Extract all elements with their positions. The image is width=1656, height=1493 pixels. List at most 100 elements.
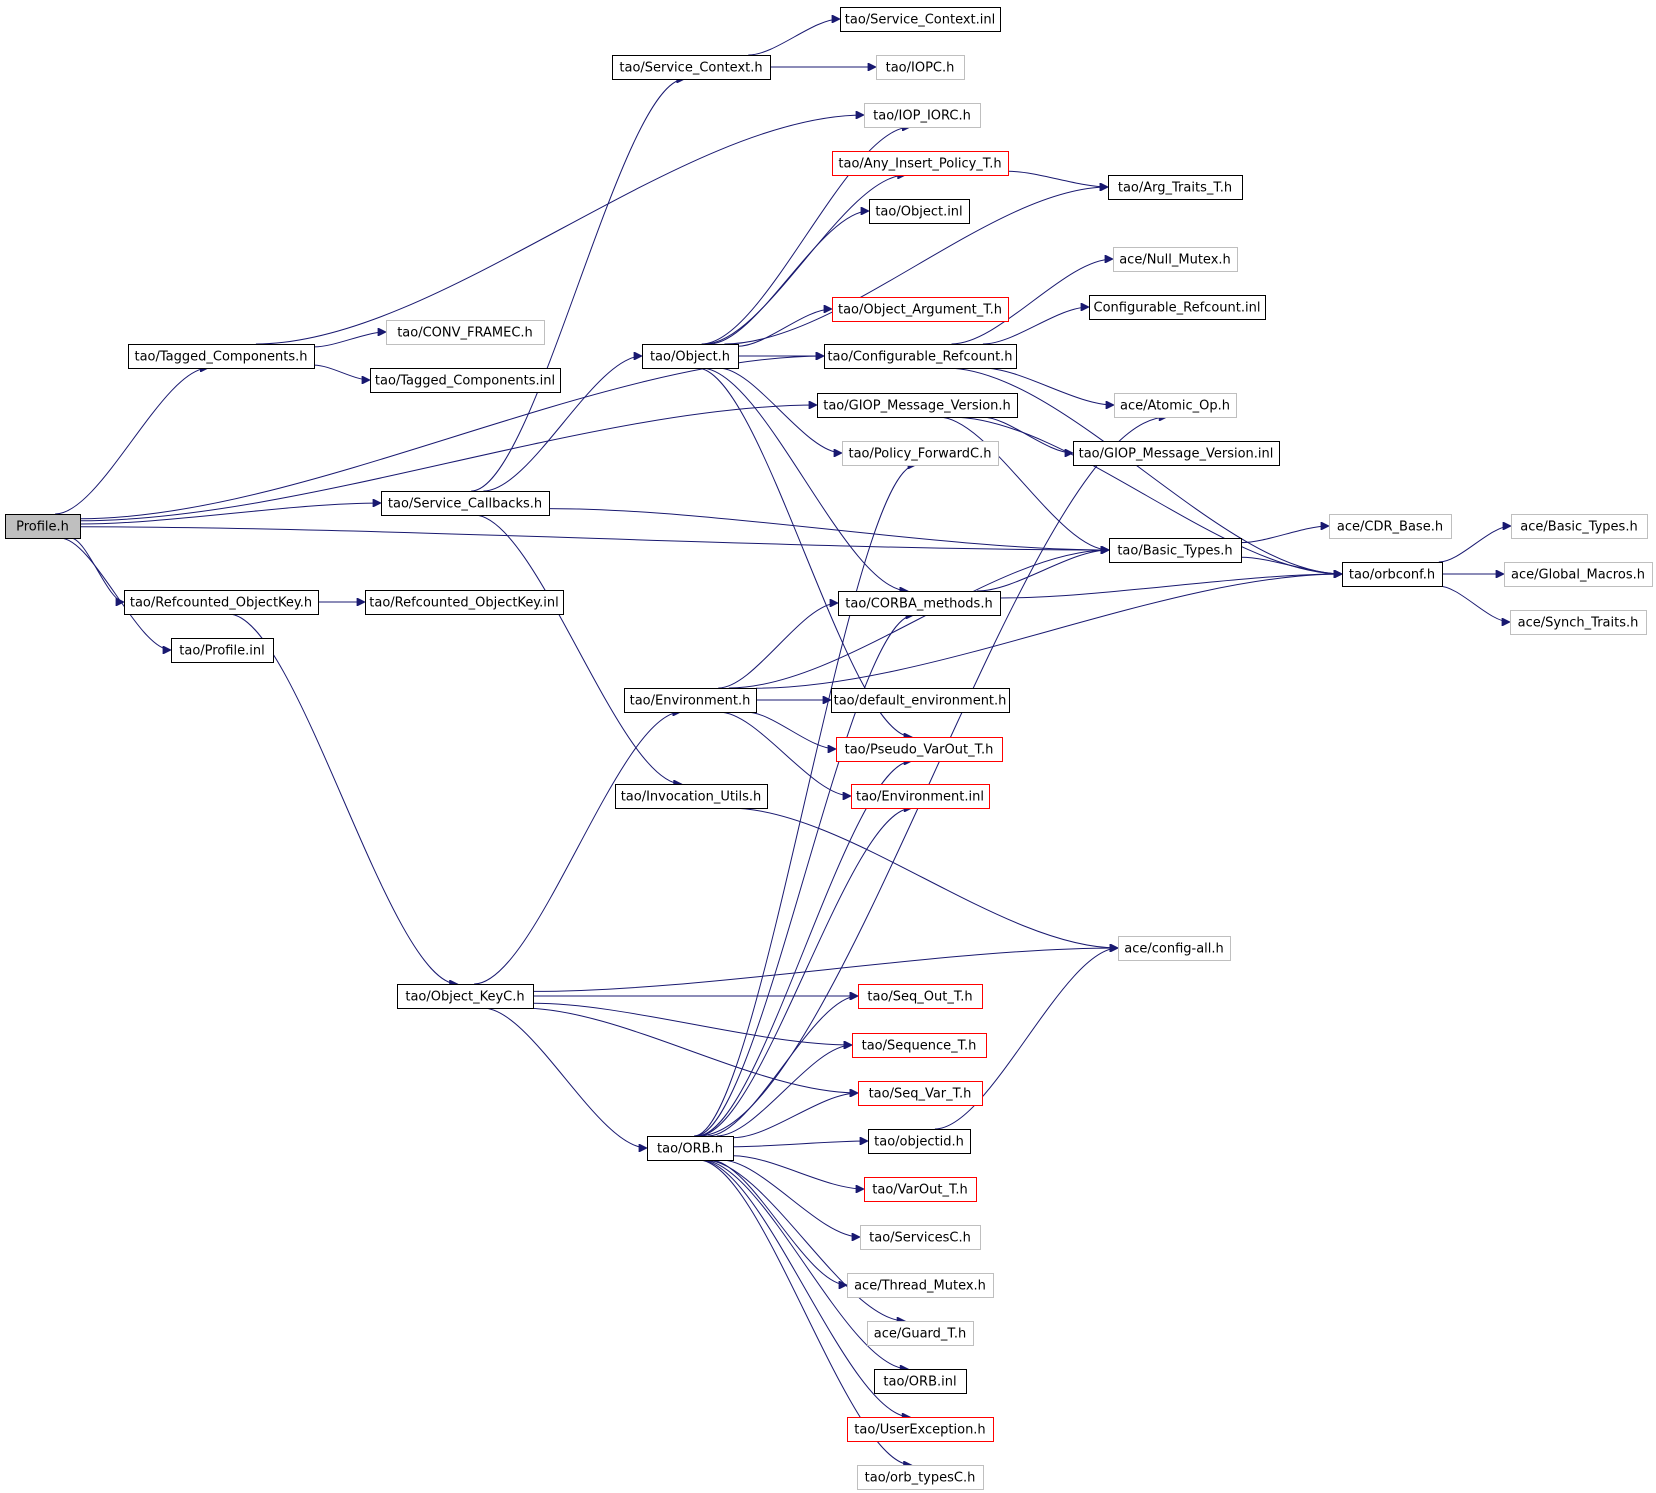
graph-node-corba-methods-h[interactable]: tao/CORBA_methods.h	[838, 591, 1001, 616]
graph-node-tagged-components-h[interactable]: tao/Tagged_Components.h	[128, 344, 315, 369]
graph-node-ace-basic-types-h[interactable]: ace/Basic_Types.h	[1511, 514, 1648, 539]
node-box	[5, 514, 81, 539]
graph-node-pseudo-varout-t-h[interactable]: tao/Pseudo_VarOut_T.h	[836, 737, 1003, 762]
node-label: tao/orb_typesC.h	[865, 1471, 976, 1486]
graph-node-tao-basic-types-h[interactable]: tao/Basic_Types.h	[1109, 538, 1242, 563]
graph-node-invocation-utils-h[interactable]: tao/Invocation_Utils.h	[615, 784, 768, 809]
graph-node-arg-traits-t-h[interactable]: tao/Arg_Traits_T.h	[1108, 175, 1243, 200]
graph-node-userexception-h[interactable]: tao/UserException.h	[847, 1417, 994, 1442]
graph-node-orb-typesc-h[interactable]: tao/orb_typesC.h	[857, 1465, 984, 1490]
graph-node-global-macros-h[interactable]: ace/Global_Macros.h	[1504, 562, 1653, 587]
edge-tao-basic-types-h-to-orbconf-h	[1240, 556, 1342, 574]
graph-node-profile-h[interactable]: Profile.h	[5, 514, 81, 539]
graph-node-object-h[interactable]: tao/Object.h	[642, 344, 739, 369]
node-label: ace/Atomic_Op.h	[1120, 399, 1230, 414]
graph-node-refcounted-objectkey-h[interactable]: tao/Refcounted_ObjectKey.h	[124, 590, 319, 615]
edge-object-h-to-corba-methods-h	[701, 367, 908, 591]
edge-profile-h-to-tagged-components-h	[55, 368, 208, 515]
graph-node-sequence-t-h[interactable]: tao/Sequence_T.h	[852, 1033, 987, 1058]
graph-node-atomic-op-h[interactable]: ace/Atomic_Op.h	[1114, 393, 1237, 418]
edge-giop-message-version-h-to-giop-message-version-inl	[981, 416, 1073, 453]
graph-node-environment-inl[interactable]: tao/Environment.inl	[851, 784, 990, 809]
graph-node-conv-framec-h[interactable]: tao/CONV_FRAMEC.h	[386, 320, 545, 345]
node-box	[858, 984, 983, 1009]
node-box	[365, 590, 564, 615]
node-label: ace/Guard_T.h	[874, 1327, 966, 1342]
graph-node-any-insert-policy-t-h[interactable]: tao/Any_Insert_Policy_T.h	[832, 151, 1009, 176]
edge-orb-h-to-servicesc-h	[720, 1159, 860, 1237]
graph-node-null-mutex-h[interactable]: ace/Null_Mutex.h	[1113, 247, 1238, 272]
edge-service-context-h-to-service-context-inl	[748, 19, 840, 56]
graph-node-thread-mutex-h[interactable]: ace/Thread_Mutex.h	[847, 1273, 994, 1298]
graph-node-object-argument-t-h[interactable]: tao/Object_Argument_T.h	[832, 297, 1009, 322]
edge-tagged-components-h-to-iop-iorc-h	[255, 115, 864, 345]
graph-node-service-context-inl[interactable]: tao/Service_Context.inl	[840, 7, 1001, 32]
node-box	[1118, 936, 1231, 961]
node-box	[857, 1465, 984, 1490]
graph-node-environment-h[interactable]: tao/Environment.h	[624, 688, 757, 713]
node-label: ace/Thread_Mutex.h	[854, 1279, 986, 1294]
graph-node-service-context-h[interactable]: tao/Service_Context.h	[612, 55, 771, 80]
node-label: Configurable_Refcount.inl	[1094, 301, 1261, 316]
graph-node-cdr-base-h[interactable]: ace/CDR_Base.h	[1329, 514, 1452, 539]
graph-node-default-environment-h[interactable]: tao/default_environment.h	[831, 688, 1010, 713]
graph-node-seq-out-t-h[interactable]: tao/Seq_Out_T.h	[858, 984, 983, 1009]
node-label: tao/Configurable_Refcount.h	[827, 350, 1012, 365]
edge-object-keyc-h-to-orb-h	[482, 1007, 647, 1148]
edge-object-keyc-h-to-sequence-t-h	[532, 1002, 852, 1045]
node-box	[1510, 610, 1647, 635]
graph-node-configurable-refcount-h[interactable]: tao/Configurable_Refcount.h	[824, 344, 1017, 369]
graph-node-varout-t-h[interactable]: tao/VarOut_T.h	[864, 1177, 977, 1202]
edge-orb-h-to-userexception-h	[699, 1159, 910, 1417]
edge-orb-h-to-orb-inl	[701, 1159, 908, 1369]
node-label: tao/Object_KeyC.h	[405, 990, 524, 1005]
node-label: tao/GIOP_Message_Version.inl	[1079, 447, 1274, 462]
graph-node-giop-message-version-h[interactable]: tao/GIOP_Message_Version.h	[817, 393, 1018, 418]
node-label: tao/Service_Callbacks.h	[388, 497, 542, 512]
node-box	[615, 784, 768, 809]
graph-node-objectid-h[interactable]: tao/objectid.h	[868, 1129, 971, 1154]
node-label: tao/orbconf.h	[1349, 568, 1435, 583]
edge-configurable-refcount-h-to-orbconf-h	[945, 367, 1342, 574]
node-box	[128, 344, 315, 369]
node-box	[840, 7, 1001, 32]
graph-node-servicesc-h[interactable]: tao/ServicesC.h	[860, 1225, 981, 1250]
edges-layer	[55, 19, 1511, 1465]
node-box	[171, 638, 274, 663]
graph-node-giop-message-version-inl[interactable]: tao/GIOP_Message_Version.inl	[1073, 441, 1280, 466]
graph-node-seq-var-t-h[interactable]: tao/Seq_Var_T.h	[858, 1081, 983, 1106]
graph-node-refcounted-objectkey-inl[interactable]: tao/Refcounted_ObjectKey.inl	[365, 590, 564, 615]
node-box	[124, 590, 319, 615]
graph-node-orbconf-h[interactable]: tao/orbconf.h	[1342, 562, 1443, 587]
graph-node-policy-forwardc-h[interactable]: tao/Policy_ForwardC.h	[842, 441, 999, 466]
node-label: tao/default_environment.h	[834, 694, 1007, 709]
graph-node-service-callbacks-h[interactable]: tao/Service_Callbacks.h	[381, 491, 550, 516]
node-box	[876, 55, 965, 80]
graph-node-object-keyc-h[interactable]: tao/Object_KeyC.h	[397, 984, 534, 1009]
node-box	[824, 344, 1017, 369]
node-label: tao/IOPC.h	[886, 61, 955, 76]
node-box	[1504, 562, 1653, 587]
graph-node-configurable-refcount-inl[interactable]: Configurable_Refcount.inl	[1089, 295, 1266, 320]
node-label: ace/CDR_Base.h	[1337, 520, 1443, 535]
graph-node-orb-inl[interactable]: tao/ORB.inl	[874, 1369, 967, 1394]
graph-node-config-all-h[interactable]: ace/config-all.h	[1118, 936, 1231, 961]
edge-orb-h-to-atomic-op-h	[697, 417, 1167, 1137]
edge-profile-h-to-refcounted-objectkey-h	[70, 537, 124, 602]
graph-node-tagged-components-inl[interactable]: tao/Tagged_Components.inl	[370, 368, 561, 393]
graph-node-iop-iorc-h[interactable]: tao/IOP_IORC.h	[864, 103, 981, 128]
graph-node-guard-t-h[interactable]: ace/Guard_T.h	[867, 1321, 974, 1346]
graph-node-synch-traits-h[interactable]: ace/Synch_Traits.h	[1510, 610, 1647, 635]
node-box	[832, 151, 1009, 176]
node-box	[1108, 175, 1243, 200]
node-label: tao/objectid.h	[874, 1135, 964, 1150]
edge-service-callbacks-h-to-service-context-h	[471, 79, 685, 492]
graph-node-orb-h[interactable]: tao/ORB.h	[647, 1136, 734, 1161]
edge-orb-h-to-thread-mutex-h	[710, 1159, 847, 1285]
node-box	[847, 1273, 994, 1298]
edge-refcounted-objectkey-h-to-object-keyc-h	[228, 613, 457, 984]
node-label: ace/Null_Mutex.h	[1119, 253, 1231, 268]
graph-node-iopc-h[interactable]: tao/IOPC.h	[876, 55, 965, 80]
graph-node-object-inl[interactable]: tao/Object.inl	[869, 199, 970, 224]
graph-node-profile-inl[interactable]: tao/Profile.inl	[171, 638, 274, 663]
